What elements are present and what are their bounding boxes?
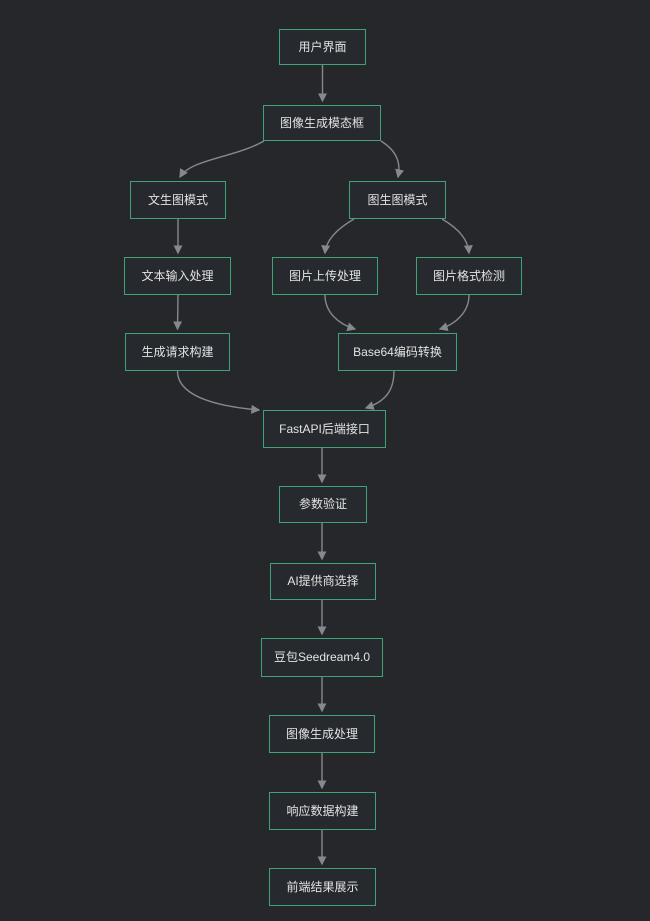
edge-image-upload-processing-base64-encoding — [324, 294, 357, 332]
node-image-gen-modal: 图像生成模态框 — [263, 105, 381, 141]
edge-image-to-image-mode-image-format-detection — [441, 218, 473, 255]
node-image-to-image-mode: 图生图模式 — [349, 181, 446, 219]
edge-image-to-image-mode-image-upload-processing — [321, 218, 355, 255]
edge-image-gen-modal-image-to-image-mode — [380, 140, 405, 179]
node-ai-provider-selection: AI提供商选择 — [270, 563, 376, 600]
node-base64-encoding: Base64编码转换 — [338, 333, 457, 371]
node-frontend-result-display: 前端结果展示 — [269, 868, 376, 906]
edge-image-format-detection-base64-encoding — [438, 294, 470, 332]
node-generation-request-build: 生成请求构建 — [125, 333, 230, 371]
node-param-validation: 参数验证 — [279, 486, 367, 523]
edge-generation-request-build-fastapi-backend — [176, 370, 261, 414]
edge-text-input-processing-generation-request-build — [173, 294, 183, 331]
node-image-upload-processing: 图片上传处理 — [272, 257, 378, 295]
edge-base64-encoding-fastapi-backend — [364, 370, 395, 410]
node-response-data-build: 响应数据构建 — [269, 792, 376, 830]
node-text-to-image-mode: 文生图模式 — [130, 181, 226, 219]
node-image-format-detection: 图片格式检测 — [416, 257, 522, 295]
edge-image-gen-modal-text-to-image-mode — [179, 140, 265, 179]
node-image-generation-processing: 图像生成处理 — [269, 715, 375, 753]
node-doubao-seedream: 豆包Seedream4.0 — [261, 638, 383, 677]
node-fastapi-backend: FastAPI后端接口 — [263, 410, 386, 448]
node-text-input-processing: 文本输入处理 — [124, 257, 231, 295]
node-user-interface: 用户界面 — [279, 29, 366, 65]
